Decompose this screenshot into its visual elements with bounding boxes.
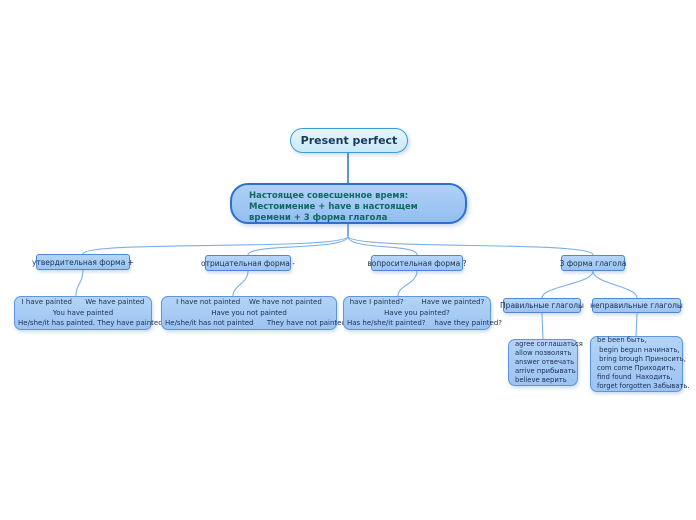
branch-label: вопросительная форма ? [367, 258, 467, 268]
example-line: I have not painted We have not painted [176, 298, 322, 307]
node-branch-negative[interactable]: отрицательная форма - [201, 255, 295, 271]
example-line: I have painted We have painted [21, 298, 145, 307]
connector-subbranch [592, 270, 638, 299]
verb-line: find found Находить, [597, 373, 673, 382]
verb-line: be been быть, [597, 336, 647, 345]
definition-line: времени + 3 форма глагола [249, 213, 388, 224]
verb-line: answer отвечать [515, 357, 575, 366]
branch-label: Правильные глаголы [500, 301, 584, 310]
verb-line: com come Приходить, [597, 364, 676, 372]
example-line: Have you painted? [384, 308, 450, 317]
connector-branch [247, 235, 349, 256]
example-line: have I painted? Have we painted? [349, 298, 485, 307]
node-root[interactable]: Present perfect [290, 128, 408, 153]
connector-leaf [397, 270, 418, 297]
verb-line: bring brough Приносить, [597, 354, 686, 363]
node-examples-negative[interactable]: I have not painted We have not painted H… [161, 296, 346, 330]
connector-branch [347, 235, 594, 256]
node-branch-interrogative[interactable]: вопросительная форма ? [367, 255, 467, 271]
connector-leaf [541, 312, 544, 340]
branch-label: отрицательная форма - [201, 258, 295, 268]
definition-line: Местоимение + have в настоящем [249, 202, 418, 213]
node-irregular-verbs[interactable]: неправильные глаголы [590, 298, 683, 313]
node-branch-third-form[interactable]: 3 форма глагола [559, 255, 627, 271]
node-examples-interrogative[interactable]: have I painted? Have we painted? Have yo… [343, 296, 502, 330]
connector-subbranch [541, 270, 594, 299]
branch-label: утвердительная форма + [32, 257, 134, 267]
example-line: He/she/it has not painted They have not … [165, 319, 346, 328]
example-line: Have you not painted [211, 308, 287, 317]
node-irregular-verbs-list[interactable]: be been быть, begin begun начинать, brin… [590, 336, 690, 392]
connector-branch [347, 235, 418, 256]
node-regular-verbs-list[interactable]: agree соглашаться allow позволять answer… [508, 339, 583, 386]
verb-line: arrive прибывать [515, 367, 576, 376]
connector-leaf [75, 269, 84, 297]
node-definition[interactable]: Настоящее совесшенное время: Местоимение… [230, 183, 467, 224]
example-line: Has he/she/it painted? have they painted… [347, 319, 502, 328]
example-line: You have painted [52, 308, 114, 317]
root-label: Present perfect [300, 134, 398, 147]
verb-line: forget forgotten Забывать. [597, 382, 690, 391]
verb-line: allow позволять [515, 348, 572, 357]
verb-line: believe верить [515, 376, 567, 385]
connector-leaf [635, 312, 638, 337]
node-branch-affirmative[interactable]: утвердительная форма + [32, 254, 134, 270]
verb-line: agree соглашаться [515, 339, 583, 348]
branch-label: неправильные глаголы [590, 301, 683, 310]
definition-line: Настоящее совесшенное время: [249, 191, 409, 201]
node-examples-affirmative[interactable]: I have painted We have painted You have … [14, 296, 163, 330]
branch-label: 3 форма глагола [559, 258, 627, 268]
example-line: He/she/it has painted. They have painted [18, 319, 163, 328]
verb-line: begin begun начинать, [597, 345, 680, 354]
connector-leaf [232, 270, 249, 297]
node-regular-verbs[interactable]: Правильные глаголы [500, 298, 584, 313]
connector-branch [82, 235, 349, 255]
